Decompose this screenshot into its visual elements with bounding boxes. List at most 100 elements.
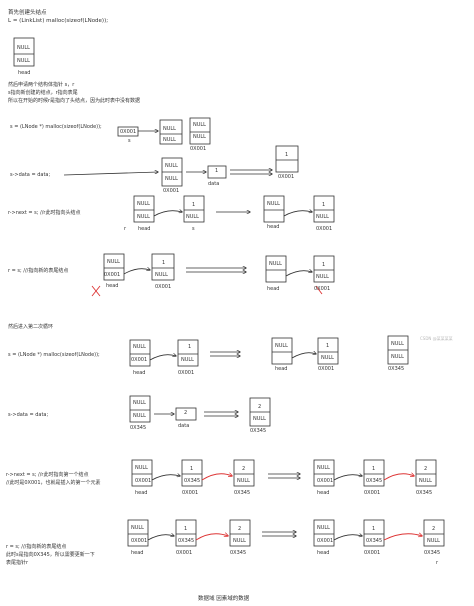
node-null-label: NULL: [133, 413, 146, 419]
addr-label: 0X001: [278, 174, 295, 180]
node-value: 1: [190, 466, 194, 472]
step-label-s-malloc: s = (LNode *) malloc(sizeof(LNode));: [10, 124, 102, 130]
addr-label: 0X001: [131, 538, 148, 544]
node-null-label: NULL: [193, 134, 206, 140]
node-null-label: NULL: [163, 137, 176, 143]
addr-label: 0X001: [190, 146, 207, 152]
node-null-label: NULL: [316, 214, 329, 220]
node-value: 2: [432, 526, 436, 532]
node-null-label: NULL: [155, 272, 168, 278]
addr-label: 0X345: [424, 550, 441, 556]
node-null-label: NULL: [233, 538, 246, 544]
explain-line-3: 所以在开始的时候r是指向了头结点，因为此时表中没有数据: [8, 98, 141, 104]
step-label-r-next: r->next = s; //r此时指向头结点: [8, 210, 81, 216]
head-node-box: [13, 37, 35, 67]
node-null-label: NULL: [133, 344, 146, 350]
node-1-box: [175, 519, 197, 547]
node-null-label: NULL: [275, 343, 288, 349]
addr-label: 0X001: [317, 538, 334, 544]
node-null-label: NULL: [391, 354, 404, 360]
section2-title: 然后进入第二次循环: [8, 324, 54, 330]
section2-r-eq-s-1: r = s; ///指向新的表尾结点: [6, 544, 67, 550]
node-box: [129, 395, 151, 423]
addr-label: 0X345: [366, 538, 383, 544]
addr-label: 0X001: [318, 366, 335, 372]
node-1-box: [363, 519, 385, 547]
node-null-label: NULL: [321, 355, 334, 361]
head-node-box: [313, 459, 335, 487]
intro-title: 首先创建头结点: [8, 10, 47, 16]
head-label: head: [267, 286, 280, 292]
addr-label: 0X345: [130, 425, 147, 431]
node-value: 1: [372, 526, 376, 532]
node-null-label: NULL: [135, 465, 148, 471]
node-null-label: NULL: [17, 58, 30, 64]
node-1-box: [151, 253, 175, 281]
addr-label: 0X345: [234, 490, 251, 496]
head-label: head: [135, 490, 148, 496]
node-null-label: NULL: [427, 538, 440, 544]
node-null-label: NULL: [193, 122, 206, 128]
node-null-label: NULL: [165, 163, 178, 169]
node-null-label: NULL: [107, 259, 120, 265]
node-value: 1: [322, 202, 326, 208]
addr-label: 0X345: [230, 550, 247, 556]
node-null-label: NULL: [253, 416, 266, 422]
s-label: s: [128, 138, 131, 144]
node-null-label: NULL: [186, 214, 199, 220]
addr-label: 0X001: [104, 272, 121, 278]
head-node-box: [127, 519, 149, 547]
node-null-label: NULL: [316, 274, 329, 280]
node-1-box: [313, 255, 335, 283]
head-label: head: [138, 226, 151, 232]
node-2-box: [415, 459, 437, 487]
head-node-box: [271, 337, 293, 365]
data-value: 1: [215, 168, 219, 174]
addr-label: 0X345: [178, 538, 195, 544]
head-node-box: [313, 519, 335, 547]
data-box: [207, 165, 227, 179]
section2-r-next-2: //此时是0X001，也就是插入的第一个元素: [6, 480, 101, 486]
node-1-box: [177, 339, 199, 367]
head-label: head: [267, 224, 280, 230]
node-value: 1: [372, 466, 376, 472]
node-null-label: NULL: [269, 261, 282, 267]
head-node-box: [133, 195, 155, 223]
node-2-box: [233, 459, 255, 487]
node-null-label: NULL: [237, 478, 250, 484]
section2-s-malloc: s = (LNode *) malloc(sizeof(LNode));: [8, 352, 100, 358]
node-value: 1: [162, 260, 166, 266]
head-label: head: [18, 70, 31, 76]
s-pointer-box: [117, 126, 139, 137]
intro-code: L = (LinkList) malloc(sizeof(LNode));: [8, 18, 109, 24]
head-label: head: [317, 550, 330, 556]
node-1-box: [317, 337, 339, 365]
footer-caption: 数据域 因素域的数据: [198, 596, 250, 602]
addr-label: 0X001: [176, 550, 193, 556]
section2-r-next-1: r->next = s; //r此时指向第一个结点: [6, 472, 89, 478]
step-label-r-eq-s: r = s; ///指向新的表尾结点: [8, 268, 69, 274]
node-null-label: NULL: [267, 201, 280, 207]
node-value: 2: [258, 404, 262, 410]
s-label: s: [192, 226, 195, 232]
node-null-label: NULL: [17, 45, 30, 51]
node-null-label: NULL: [137, 214, 150, 220]
r-label: r: [436, 560, 439, 566]
node-value: 2: [238, 526, 242, 532]
addr-label: 0X345: [184, 478, 201, 484]
addr-label: 0X001: [178, 370, 195, 376]
node-value: 1: [326, 343, 330, 349]
node-value: 1: [184, 526, 188, 532]
node-1-box: [183, 195, 205, 223]
head-label: head: [106, 283, 119, 289]
r-label: r: [124, 226, 127, 232]
head-node-box: [189, 117, 211, 145]
node-null-label: NULL: [131, 525, 144, 531]
head-node-box: [103, 253, 125, 281]
node-1-box: [313, 195, 335, 223]
addr-label: 0X001: [314, 286, 331, 292]
addr-label: 0X345: [388, 366, 405, 372]
data-label: data: [178, 423, 190, 429]
addr-label: 0X345: [366, 478, 383, 484]
